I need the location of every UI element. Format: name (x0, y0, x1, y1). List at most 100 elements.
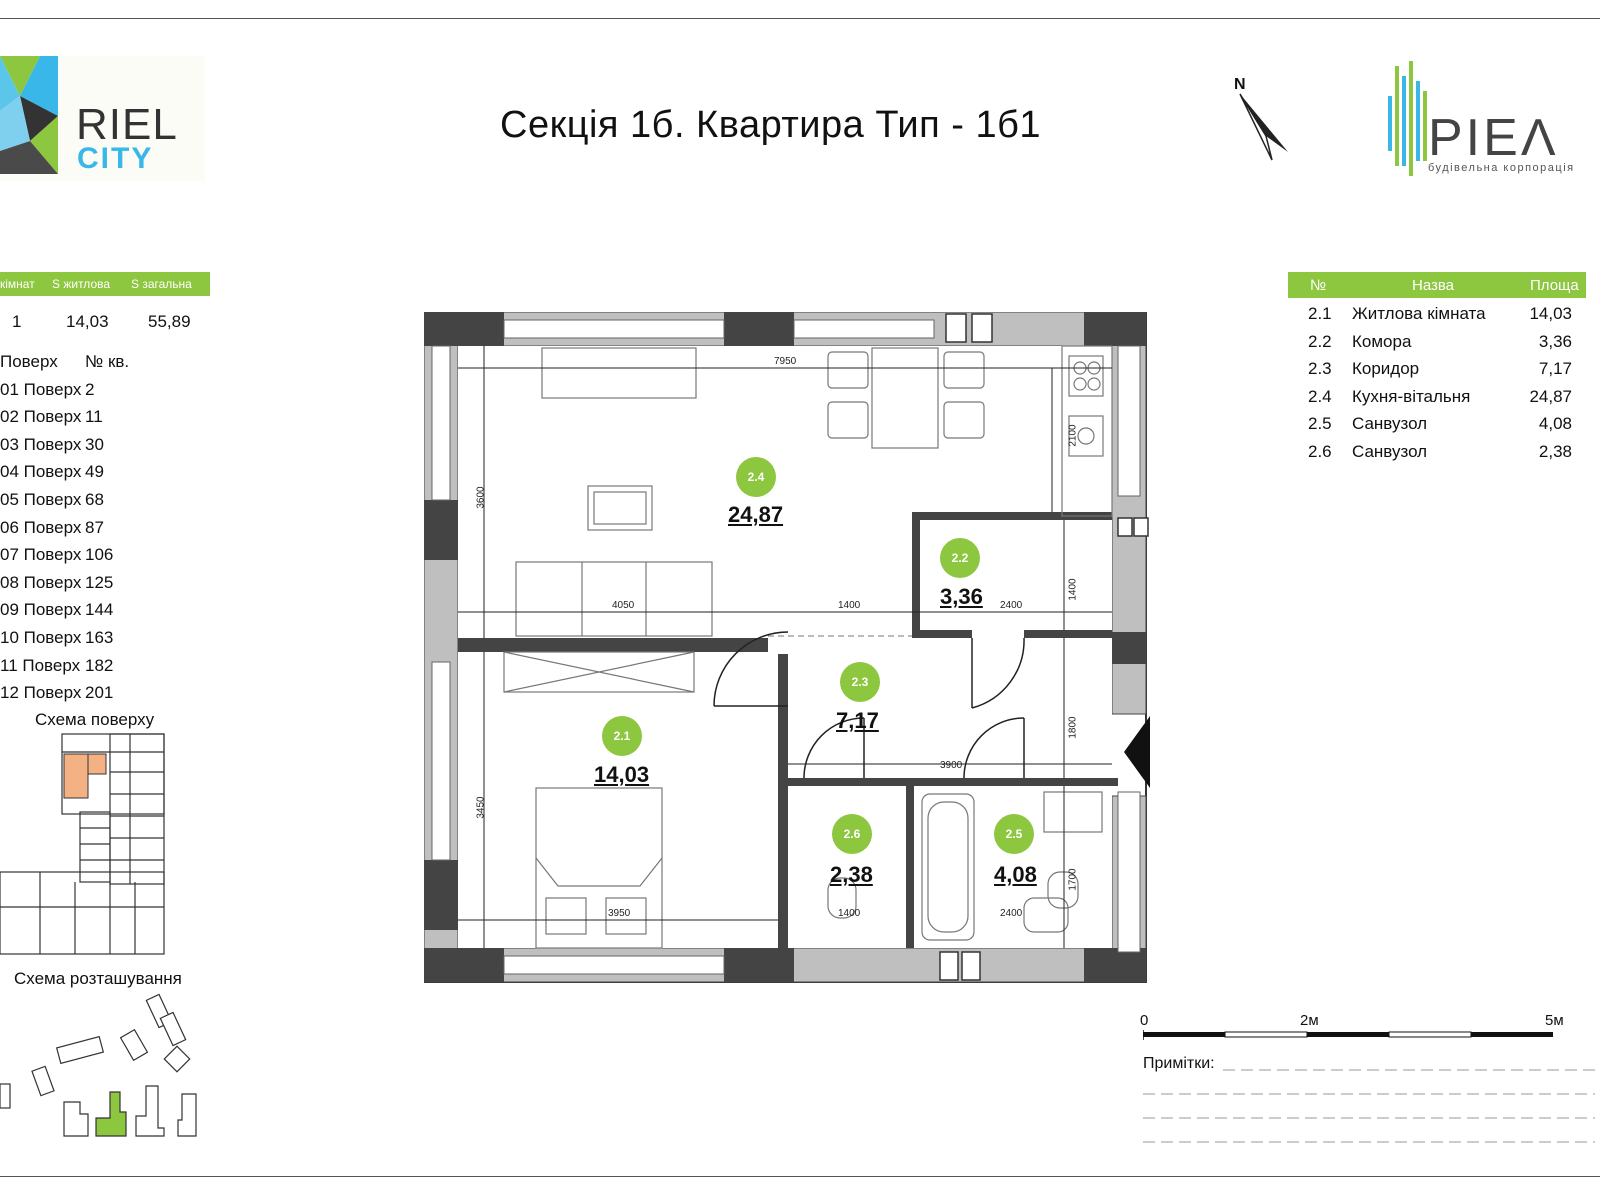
room-area: 4,08 (1538, 414, 1572, 434)
list-item: 09 Поверх (0, 600, 82, 620)
list-item: 201 (85, 683, 114, 703)
notes-label: Примітки: (1143, 1055, 1215, 1072)
list-item: 182 (85, 655, 114, 675)
list-item: 12 Поверх (0, 683, 82, 703)
dimension-label: 1400 (838, 908, 861, 919)
scale-label-0: 0 (1140, 1012, 1149, 1029)
room-area: 7,17 (1538, 359, 1572, 379)
room-num: 2.1 (1308, 304, 1332, 323)
list-item: 06 Поверх (0, 517, 82, 537)
list-item: 07 Поверх (0, 545, 82, 565)
room-num: 2.5 (1308, 414, 1332, 434)
room-name: Коридор (1352, 359, 1420, 379)
piea-logo-subtitle: будівельна корпорація (1428, 162, 1575, 174)
north-label: N (1234, 76, 1246, 93)
room-area-2-6: 2,38 (830, 862, 873, 887)
list-item: 49 (85, 462, 104, 482)
summary-header-rooms: кімнат (0, 277, 35, 291)
list-item: 10 Поверх (0, 627, 82, 647)
scale-label-5m: 5м (1545, 1012, 1564, 1029)
table-row: 2.1 Житлова кімната 14,03 (1288, 304, 1586, 332)
room-name: Санвузол (1352, 414, 1428, 434)
city-logo-text: CITY (77, 142, 154, 175)
list-item: 01 Поверх (0, 379, 82, 399)
apartment-column: № кв. 2 11 30 49 68 87 106 125 144 163 1… (85, 348, 129, 707)
notes-lines (1143, 1069, 1595, 1143)
list-item: 163 (85, 627, 114, 647)
room-name: Кухня-вітальня (1352, 386, 1471, 406)
room-num: 2.6 (1308, 442, 1332, 461)
floor-plan (424, 312, 1150, 983)
list-item: 2 (85, 379, 95, 399)
riel-city-logo-icon (0, 56, 205, 181)
location-scheme-label: Схема розташування (14, 969, 182, 988)
summary-rooms-value: 1 (12, 312, 22, 331)
piea-logo-text: PIEΛ (1428, 109, 1559, 167)
room-badge-2-6: 2.6 (832, 814, 872, 854)
summary-table-header (0, 272, 210, 296)
room-badge-2-4: 2.4 (736, 457, 776, 497)
room-num: 2.3 (1308, 359, 1332, 379)
rooms-header-area: Площа (1530, 277, 1579, 294)
dimension-label: 1700 (1067, 868, 1079, 891)
room-area-2-3: 7,17 (836, 708, 879, 733)
page-title: Секція 1б. Квартира Тип - 1б1 (500, 104, 1041, 146)
dimension-label: 4050 (612, 600, 635, 611)
room-name: Житлова кімната (1352, 304, 1486, 323)
dimension-label: 2100 (1067, 424, 1079, 447)
room-badge-2-5: 2.5 (994, 814, 1034, 854)
room-area: 24,87 (1529, 386, 1572, 406)
rooms-header-name: Назва (1412, 277, 1455, 294)
rooms-header-num: № (1310, 277, 1327, 294)
room-num: 2.4 (1308, 386, 1332, 406)
summary-living-value: 14,03 (66, 312, 109, 331)
room-area-2-5: 4,08 (994, 862, 1037, 887)
rooms-table-header (1288, 272, 1586, 298)
room-area-2-4: 24,87 (728, 502, 784, 527)
dimension-label: 1800 (1067, 716, 1079, 739)
location-scheme-map (0, 993, 197, 1137)
floor-scheme-map (0, 733, 165, 955)
list-item: 11 Поверх (0, 655, 81, 675)
room-area: 3,36 (1538, 331, 1572, 351)
piea-logo-icon (1388, 61, 1427, 176)
room-area-2-2: 3,36 (940, 584, 983, 609)
room-area: 14,03 (1529, 304, 1572, 323)
dimension-label: 7950 (774, 356, 797, 367)
room-badge-2-1: 2.1 (602, 716, 642, 756)
list-item: 30 (85, 434, 104, 454)
table-row: 2.3 Коридор 7,17 (1288, 359, 1586, 387)
scale-bar (1143, 1030, 1553, 1040)
list-item: 08 Поверх (0, 572, 82, 592)
room-name: Комора (1352, 331, 1412, 351)
dimension-label: 3900 (940, 760, 963, 771)
list-item: 106 (85, 545, 114, 565)
dimension-label: 3950 (608, 908, 631, 919)
bottom-border-line (0, 1176, 1600, 1177)
dimension-label: 3450 (475, 796, 487, 819)
list-item: 87 (85, 517, 104, 537)
floor-header: Поверх (0, 352, 58, 371)
summary-header-living: S житлова (52, 277, 111, 291)
summary-header-total: S загальна (131, 277, 192, 291)
dimension-label: 1400 (1067, 578, 1079, 601)
top-border-line (0, 18, 1600, 19)
room-area-2-1: 14,03 (594, 762, 650, 787)
list-item: 11 (85, 407, 103, 427)
room-badge-2-3: 2.3 (840, 662, 880, 702)
table-row: 2.5 Санвузол 4,08 (1288, 414, 1586, 442)
table-row: 2.4 Кухня-вітальня 24,87 (1288, 387, 1586, 415)
summary-total-value: 55,89 (148, 312, 191, 331)
room-name: Санвузол (1352, 442, 1428, 461)
list-item: 05 Поверх (0, 489, 82, 509)
dimension-label: 2400 (1000, 600, 1023, 611)
apartment-header: № кв. (85, 352, 130, 371)
room-badge-2-2: 2.2 (940, 538, 980, 578)
list-item: 04 Поверх (0, 462, 82, 482)
table-row: 2.6 Санвузол 2,38 (1288, 442, 1586, 470)
list-item: 68 (85, 489, 104, 509)
room-area: 2,38 (1538, 442, 1572, 461)
dimension-label: 2400 (1000, 908, 1023, 919)
table-row: 2.2 Комора 3,36 (1288, 332, 1586, 360)
dimension-label: 1400 (838, 600, 861, 611)
